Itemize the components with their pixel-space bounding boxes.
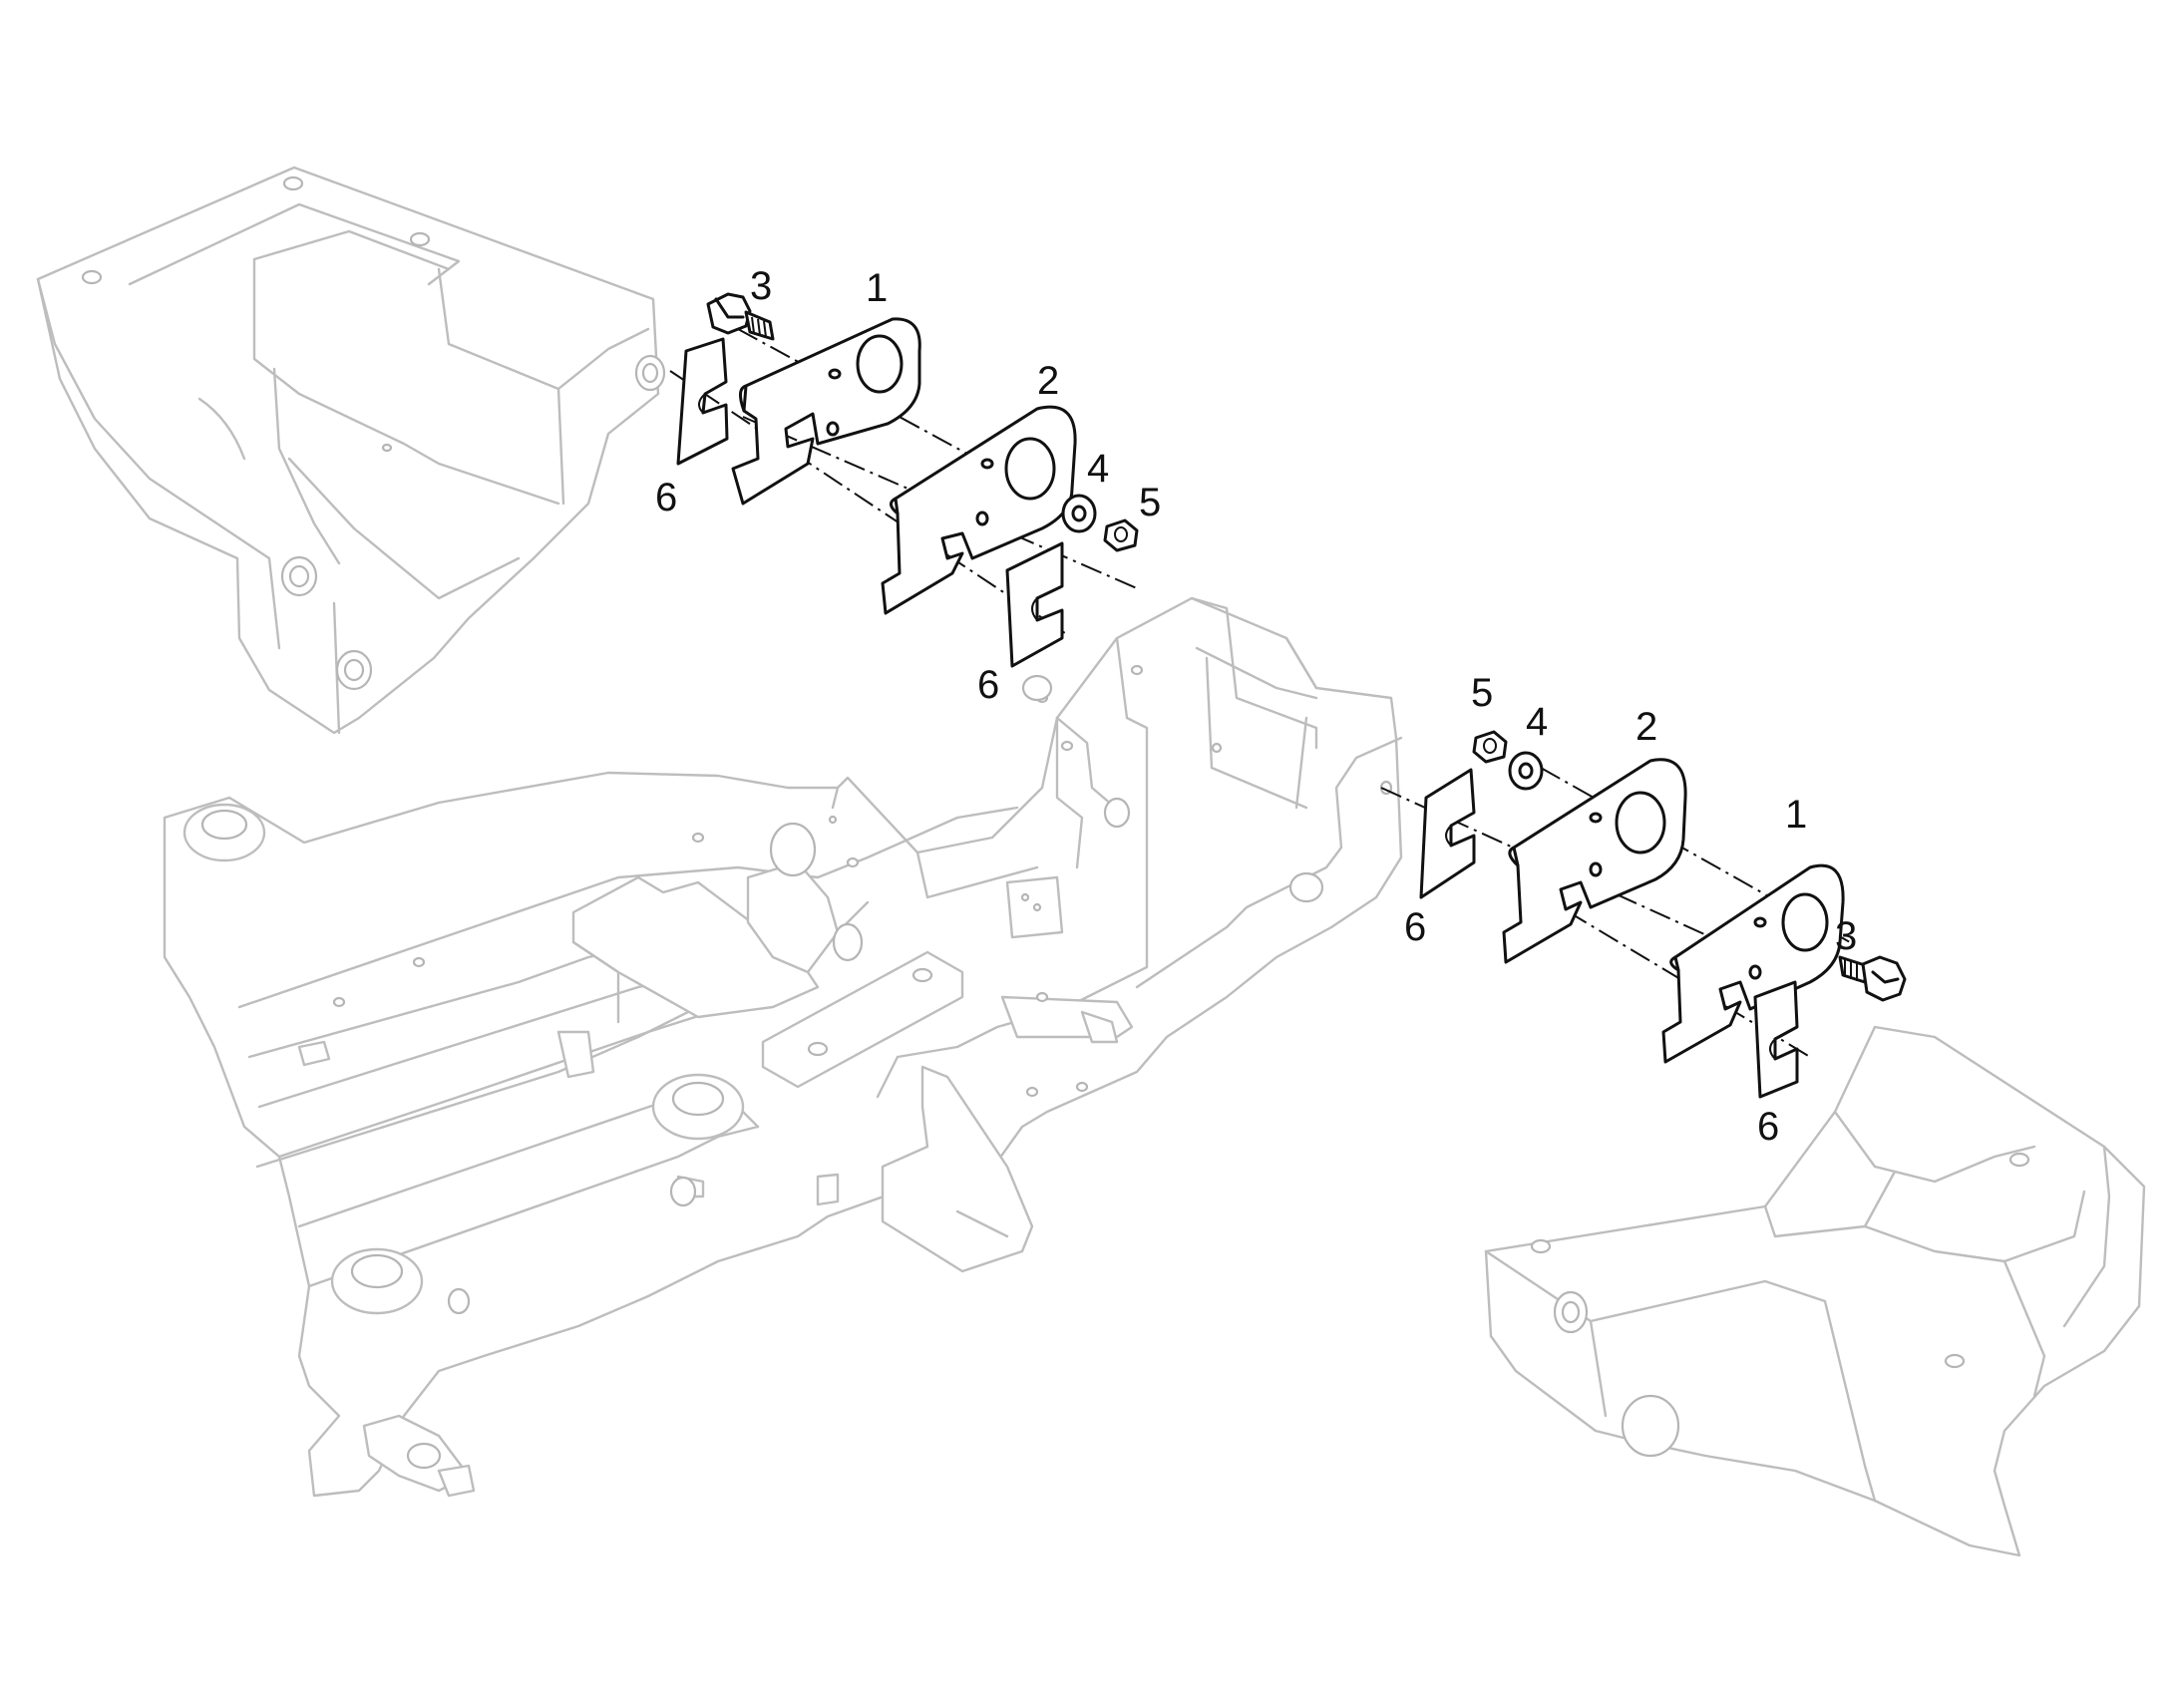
left-callout-shim-inner: 6 [977,663,999,707]
right-washer[interactable] [1508,751,1544,791]
left-callout-nut: 5 [1139,481,1161,524]
right-callout-nut: 5 [1471,671,1493,715]
right-shim-inner[interactable] [1419,768,1476,899]
right-callout-bolt: 3 [1835,914,1857,958]
right-callout-spacer: 2 [1635,705,1657,749]
left-washer[interactable] [1061,494,1097,533]
right-plate[interactable] [1661,863,1845,1064]
right-nut[interactable] [1472,730,1508,764]
right-callout-shim-outer: 6 [1757,1105,1779,1149]
left-plate[interactable] [731,317,921,506]
left-shim-inner[interactable] [1005,541,1064,668]
left-callout-plate: 1 [866,266,888,310]
left-bolt[interactable] [706,292,775,341]
left-callout-bolt: 3 [750,264,772,308]
left-callout-shim-outer: 6 [655,476,677,519]
left-assembly: 3 1 2 4 5 6 6 [655,264,1161,707]
right-callout-shim-inner: 6 [1404,905,1426,949]
machine-frame [163,596,1403,1498]
left-counterweight [36,166,666,735]
left-nut[interactable] [1103,518,1139,552]
left-callout-spacer: 2 [1037,359,1059,403]
left-callout-washer: 4 [1087,447,1109,491]
right-spacer[interactable] [1502,758,1687,964]
right-callout-plate: 1 [1785,793,1807,837]
right-shim-outer[interactable] [1753,980,1799,1099]
right-assembly: 5 4 2 1 3 6 6 [1404,671,1907,1149]
right-bolt[interactable] [1838,955,1907,1002]
left-shim-outer[interactable] [676,337,729,466]
right-counterweight [1484,1025,2146,1557]
right-callout-washer: 4 [1526,700,1548,744]
